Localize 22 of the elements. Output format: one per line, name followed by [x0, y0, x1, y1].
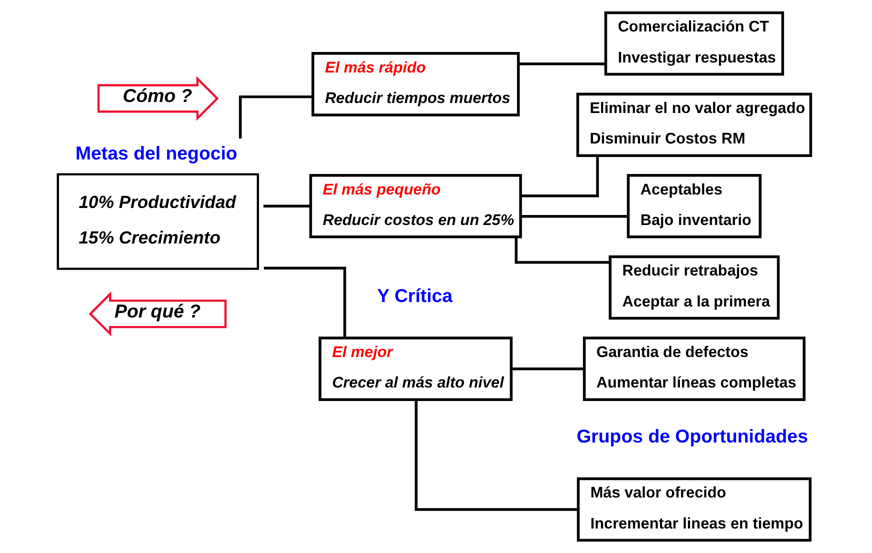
- connector: [514, 237, 610, 264]
- connector: [520, 215, 628, 218]
- connector: [263, 266, 346, 338]
- label: Grupos de Oportunidades: [576, 426, 808, 447]
- node-box: Más valor ofrecido Incrementar lineas en tiempo: [576, 477, 812, 542]
- node-label: Metas del negocio: [74, 142, 237, 164]
- node-box: Aceptables Bajo inventario: [626, 174, 762, 238]
- node-box: Reducir retrabajos Aceptar a la primera: [608, 255, 780, 320]
- node-box: El más rápido Reducir tiempos muertos: [310, 52, 520, 116]
- connector: [262, 204, 310, 208]
- connector: [414, 400, 578, 511]
- connector: [511, 367, 584, 370]
- node-box: Comercialización CT Investigar respuestas: [604, 11, 784, 76]
- label: Y Crítica: [376, 284, 452, 306]
- node-box: Garantia de defectos Aumentar líneas completas: [582, 336, 805, 401]
- connector: [520, 156, 598, 198]
- connector: [238, 95, 312, 138]
- connector: [518, 62, 605, 66]
- node-box: El mejor Crecer al más alto nivel: [318, 336, 512, 401]
- node-box: El más pequeño Reducir costos en un 25%: [308, 174, 522, 238]
- node-box: Eliminar el no valor agregado Disminuir Costos RM: [576, 92, 812, 157]
- node-box: 10% Productividad 15% Crecimiento: [56, 173, 259, 270]
